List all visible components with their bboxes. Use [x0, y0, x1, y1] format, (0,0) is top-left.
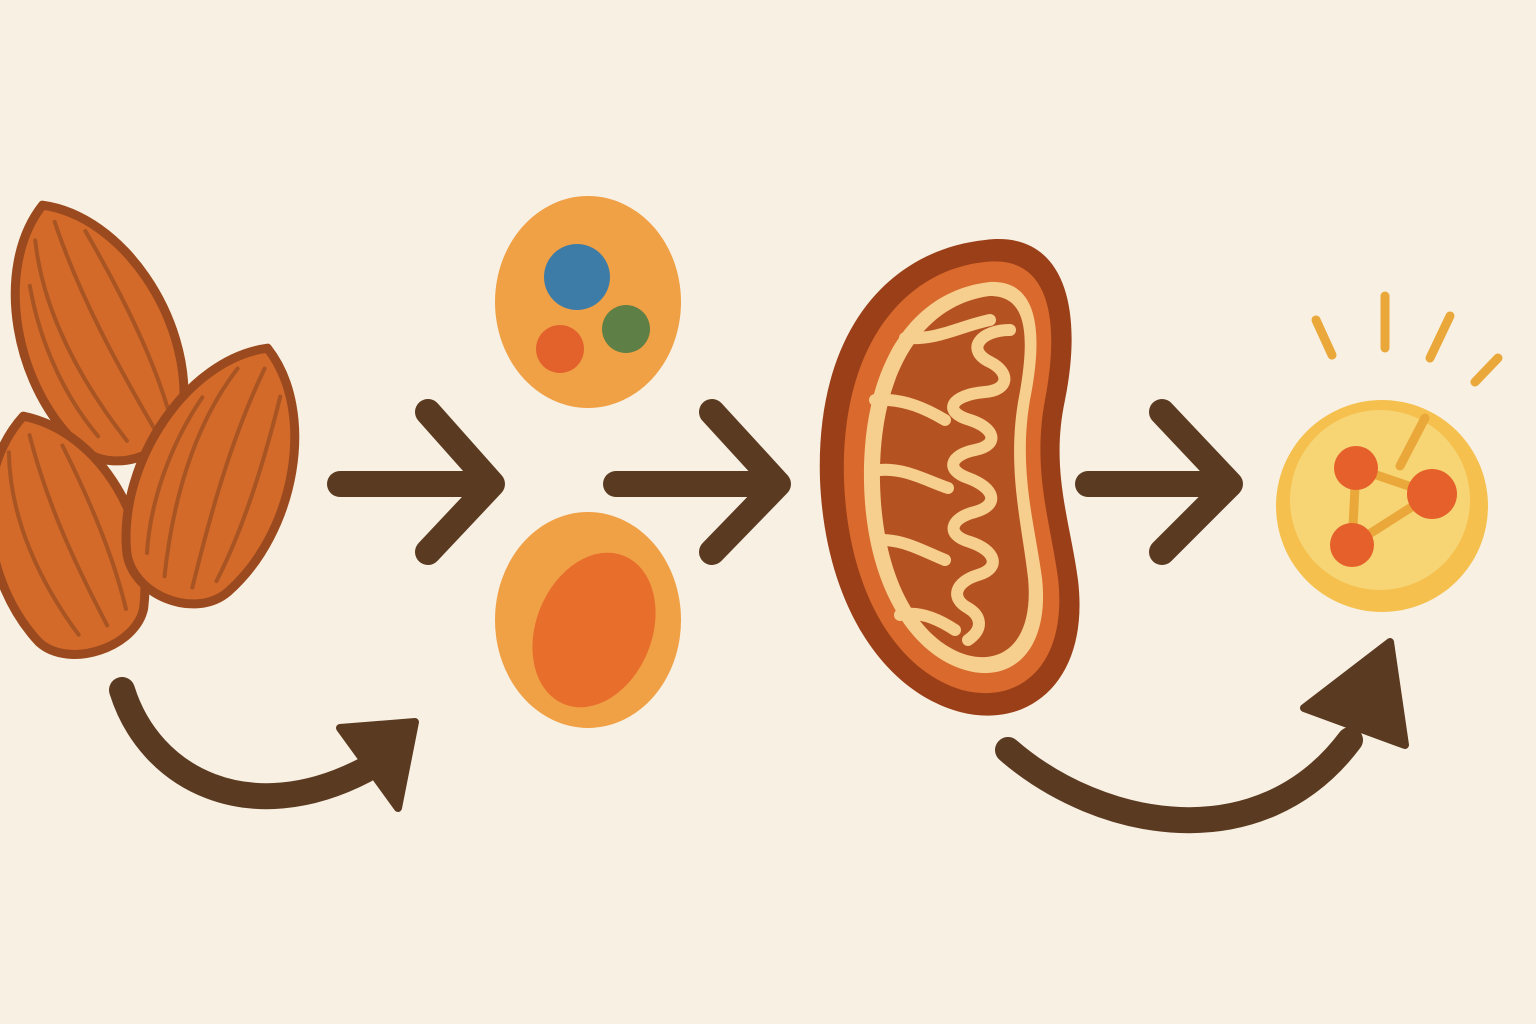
curved-arrow-2: [995, 638, 1409, 834]
energy-ray-4: [1470, 353, 1503, 387]
almond-left: [0, 411, 150, 659]
arrow-2: [603, 399, 791, 565]
energy-molecule-icon: [1276, 291, 1503, 612]
nutrient-molecules-icon: [495, 196, 681, 408]
arrow-1: [327, 399, 505, 565]
almonds-icon: [0, 200, 300, 659]
red-molecule: [536, 325, 584, 373]
energy-ray-3: [1425, 311, 1455, 363]
arrow-3: [1075, 399, 1243, 565]
nucleus: [532, 552, 656, 708]
atom-3: [1330, 523, 1374, 567]
green-molecule: [602, 305, 650, 353]
cell-icon: [495, 512, 681, 728]
atom-1: [1334, 446, 1378, 490]
mitochondrion-icon: [819, 239, 1080, 716]
energy-ray-1: [1311, 315, 1337, 360]
cristae: [869, 314, 1016, 646]
curved-arrow-1: [109, 677, 419, 812]
almond-right: [121, 343, 300, 609]
blue-molecule: [544, 244, 610, 310]
atp-molecule: [1330, 413, 1457, 567]
atom-2: [1407, 469, 1457, 519]
